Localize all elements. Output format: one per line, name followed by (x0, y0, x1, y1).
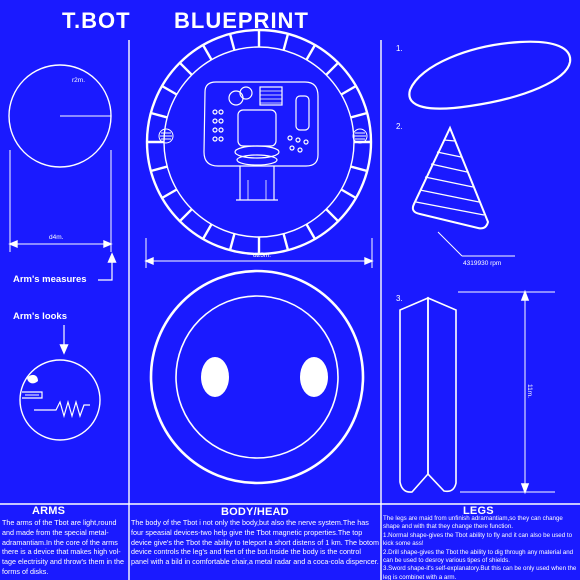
drill-rpm-label: 4319930 rpm (463, 260, 502, 267)
title-tbot: T.BOT (62, 8, 131, 33)
sword-height-label: 11m. (526, 384, 533, 398)
leg-drill-shape (411, 125, 515, 257)
body-side-view (149, 269, 365, 485)
arms-heading: ARMS (32, 505, 66, 517)
arm-looks-diagram (19, 359, 101, 441)
title-blueprint: BLUEPRINT (174, 8, 309, 33)
arm-radius-label: r2m. (72, 77, 85, 84)
legs-description: The legs are maid from unfinish adramant… (383, 515, 577, 580)
arm-looks-callout: Arm's looks (13, 311, 67, 322)
body-top-view (144, 28, 374, 268)
magnetic-devices (158, 128, 368, 144)
control-panel (203, 81, 319, 201)
leg-item-2-number: 2. (396, 122, 403, 131)
leg-item-3-number: 3. (396, 294, 403, 303)
arm-measure-diagram (8, 64, 113, 252)
arm-measures-callout: Arm's measures (13, 274, 87, 285)
leg-sword-shape (399, 289, 555, 495)
body-diameter-label: d25m. (253, 252, 272, 259)
arm-diameter-label: d4m. (49, 234, 64, 241)
panel-dividers (0, 40, 580, 580)
leg-item-1-number: 1. (396, 44, 403, 53)
body-heading: BODY/HEAD (221, 506, 289, 518)
leg-normal-shape (408, 40, 572, 110)
rim-bolts (147, 30, 371, 254)
legs-heading: LEGS (463, 505, 494, 517)
arms-description: The arms of the Tbot are light,round and… (2, 518, 125, 576)
arm-callout-arrows (59, 252, 117, 355)
body-description: The body of the Tbot i not only the body… (131, 518, 380, 567)
